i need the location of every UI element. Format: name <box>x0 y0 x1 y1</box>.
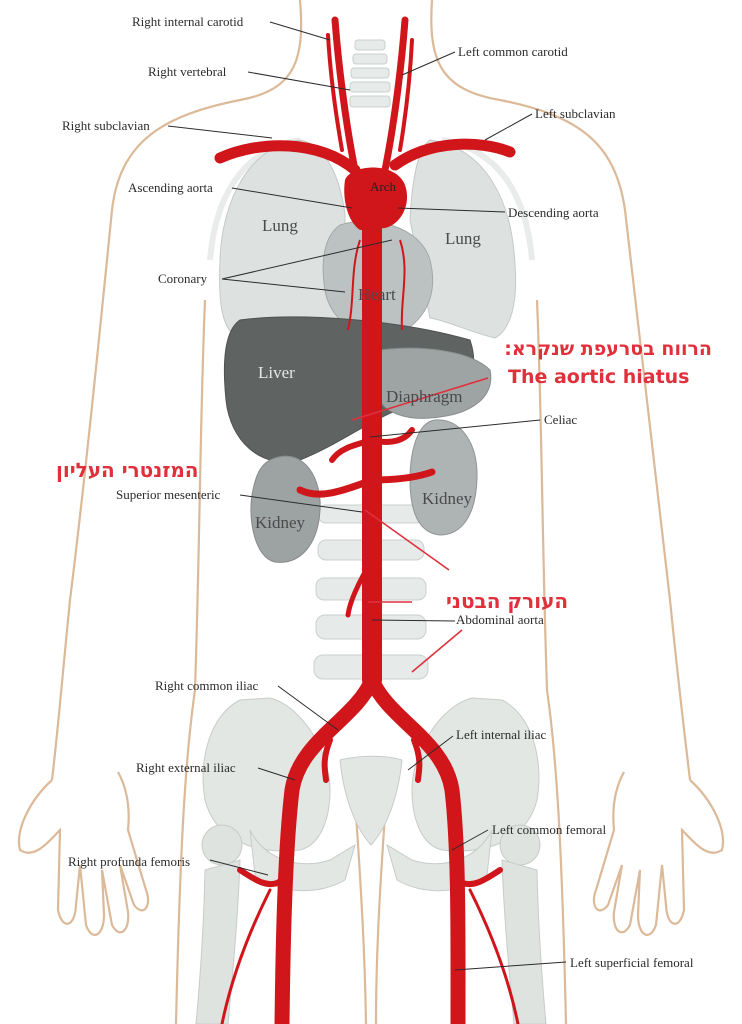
label-right-subclavian: Right subclavian <box>62 118 150 133</box>
label-ascending-aorta: Ascending aorta <box>128 180 213 195</box>
organ-label-left-lung: Lung <box>445 229 481 248</box>
coronary-arteries <box>347 239 406 331</box>
label-right-external-iliac: Right external iliac <box>136 760 236 775</box>
annotation-superior-mesenteric-hebrew: המזנטרי העליון <box>56 458 199 482</box>
organ-label-arch: Arch <box>370 179 396 194</box>
label-left-superficial-femoral: Left superficial femoral <box>570 955 694 970</box>
body-outline <box>17 0 725 1024</box>
left-kidney <box>409 419 478 536</box>
annotation-aortic-hiatus-hebrew: הרווח בסרעפת שנקרא: <box>504 338 712 360</box>
label-right-vertebral: Right vertebral <box>148 64 227 79</box>
right-lung <box>219 139 346 341</box>
diaphragm <box>379 347 492 419</box>
organ-label-right-kidney: Kidney <box>255 513 306 532</box>
aortic-arch <box>344 167 408 230</box>
label-left-common-carotid: Left common carotid <box>458 44 568 59</box>
label-abdominal-aorta: Abdominal aorta <box>456 612 544 627</box>
organ-label-left-kidney: Kidney <box>422 489 473 508</box>
right-kidney <box>250 455 321 563</box>
annotation-lines <box>351 377 489 673</box>
label-descending-aorta: Descending aorta <box>508 205 599 220</box>
label-celiac: Celiac <box>544 412 578 427</box>
arterial-tree <box>214 16 520 1024</box>
femurs <box>195 824 547 1024</box>
label-right-common-iliac: Right common iliac <box>155 678 259 693</box>
label-coronary: Coronary <box>158 271 208 286</box>
label-left-internal-iliac: Left internal iliac <box>456 727 547 742</box>
annotation-abdominal-aorta-hebrew: העורק הבטני <box>446 589 569 613</box>
leader-lines <box>167 21 567 971</box>
label-superior-mesenteric: Superior mesenteric <box>116 487 221 502</box>
label-right-profunda-femoris: Right profunda femoris <box>68 854 191 869</box>
left-lung <box>409 139 517 339</box>
organ-label-heart: Heart <box>358 285 396 304</box>
label-right-internal-carotid: Right internal carotid <box>132 14 244 29</box>
organ-label-liver: Liver <box>258 363 295 382</box>
organ-label-diaphragm: Diaphragm <box>386 387 463 406</box>
spine <box>313 39 429 680</box>
label-left-subclavian: Left subclavian <box>535 106 616 121</box>
organ-label-right-lung: Lung <box>262 216 298 235</box>
label-left-common-femoral: Left common femoral <box>492 822 607 837</box>
annotation-aortic-hiatus-english: The aortic hiatus <box>508 366 690 388</box>
